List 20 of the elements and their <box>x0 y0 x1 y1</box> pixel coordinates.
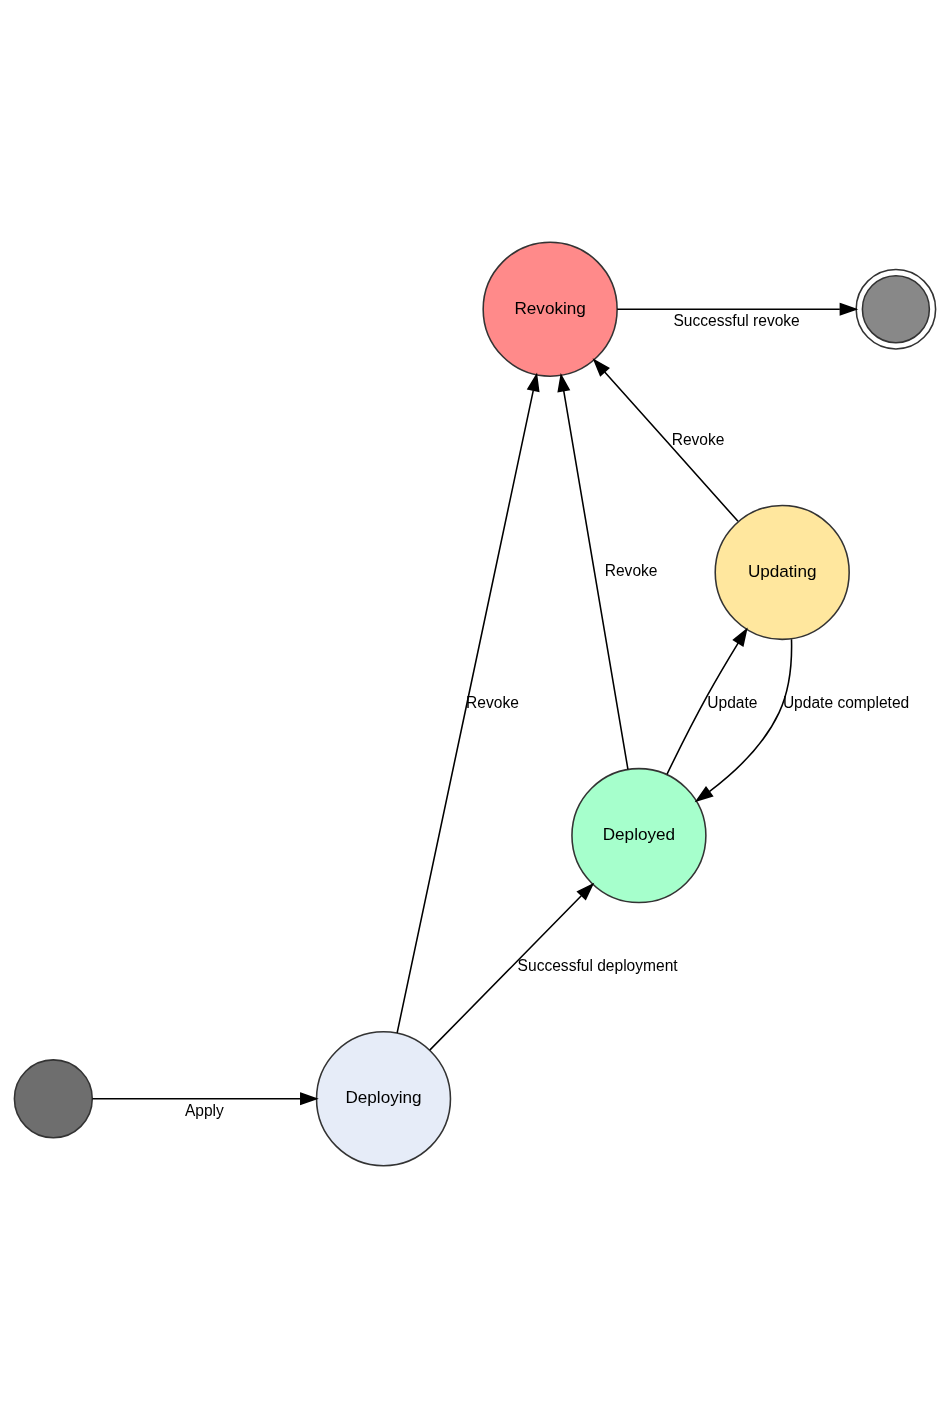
edge-label: Revoke <box>671 430 725 448</box>
arrow <box>429 882 595 1051</box>
edge-label: Successful revoke <box>673 312 800 330</box>
node-circle <box>855 268 937 350</box>
arrow <box>557 372 629 771</box>
edge-label: Successful deployment <box>517 957 678 975</box>
node-circle: Deploying <box>315 1031 452 1167</box>
edge-label: Revoke <box>604 562 658 580</box>
arrow <box>91 1092 319 1106</box>
edge-label: Revoke <box>466 693 519 711</box>
arrow <box>592 358 739 523</box>
arrow <box>694 638 793 803</box>
arrow <box>396 372 540 1034</box>
arrow <box>616 302 859 316</box>
node-circle: Updating <box>714 504 850 641</box>
node-circle <box>13 1059 94 1139</box>
edge-label: Apply <box>184 1101 224 1119</box>
edge-label: Update completed <box>782 693 910 711</box>
edge-label: Update <box>707 693 758 711</box>
arrow <box>666 627 748 775</box>
